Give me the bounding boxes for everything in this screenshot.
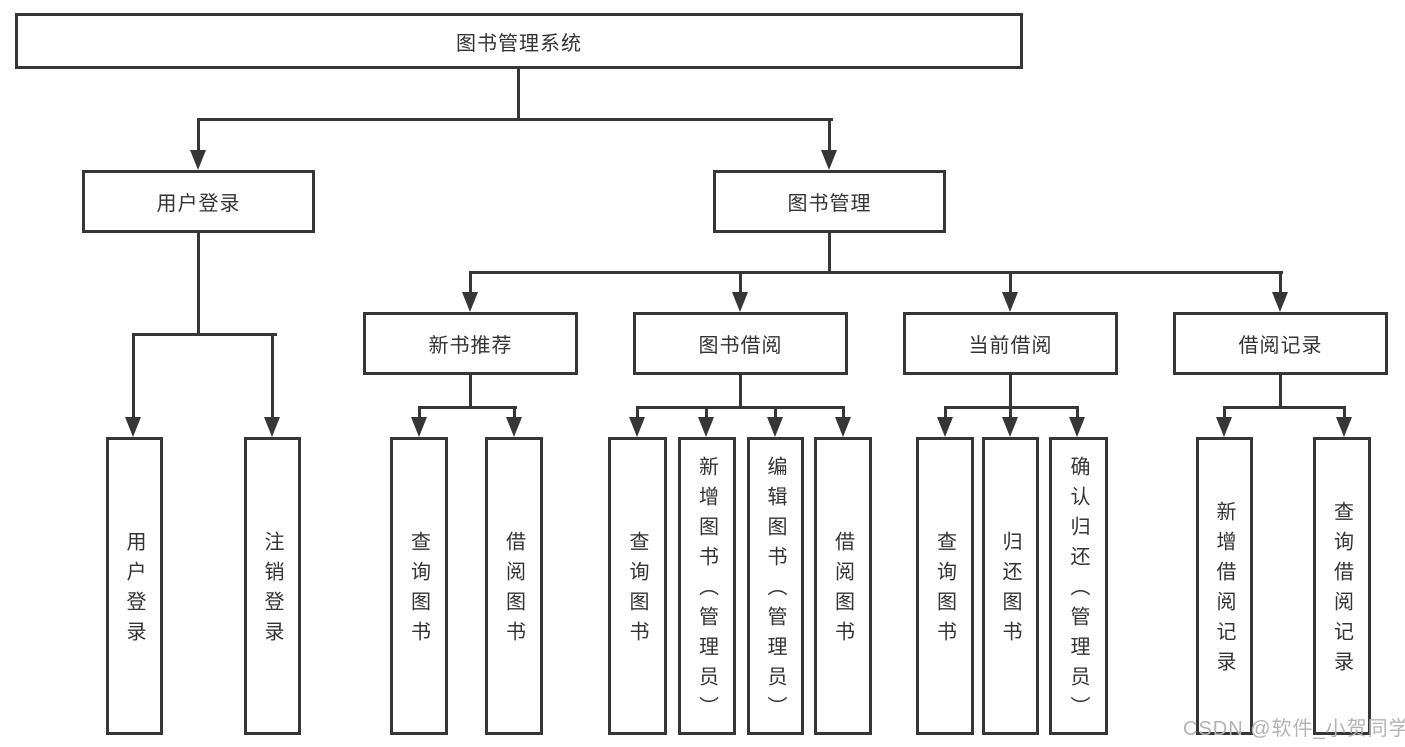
arrow-down-icon (462, 292, 478, 312)
edge-line (1223, 406, 1346, 409)
arrow-down-icon (1002, 417, 1018, 437)
edge-line (842, 406, 845, 419)
node-label: 借阅图书 (831, 531, 854, 651)
edge-line (469, 375, 472, 409)
arrow-down-icon (264, 417, 280, 437)
edge-line (1009, 271, 1012, 295)
leaf-return-books: 归还图书 (982, 437, 1039, 735)
edge-line (636, 406, 845, 409)
edge-line (1009, 406, 1012, 419)
edge-line (469, 271, 1283, 274)
leaf-add-borrow-record: 新增借阅记录 (1196, 437, 1253, 735)
leaf-confirm-return-admin: 确认归还（管理员） (1049, 437, 1108, 735)
node-book-borrowing: 图书借阅 (633, 312, 848, 375)
edge-line (1279, 375, 1282, 409)
edge-line (636, 406, 639, 419)
arrow-down-icon (411, 417, 427, 437)
node-label: 用户登录 (156, 193, 241, 215)
node-label: 编辑图书（管理员） (764, 456, 786, 726)
node-label: 注销登录 (261, 531, 283, 651)
edge-line (739, 375, 742, 409)
node-book-management: 图书管理 (713, 170, 946, 233)
edge-line (774, 406, 777, 419)
leaf-user-login: 用户登录 (106, 437, 163, 735)
edge-line (944, 406, 947, 419)
node-label: 查询图书 (933, 531, 956, 651)
node-label: 图书管理系统 (456, 32, 582, 55)
edge-line (828, 233, 831, 274)
edge-line (1279, 271, 1282, 295)
node-label: 图书借阅 (698, 335, 783, 357)
node-label: 归还图书 (999, 531, 1021, 651)
leaf-search-books-recommend: 查询图书 (390, 437, 448, 735)
node-library-management-system: 图书管理系统 (15, 13, 1023, 69)
node-label: 借阅图书 (502, 531, 525, 651)
leaf-search-books-current: 查询图书 (916, 437, 974, 735)
arrow-down-icon (835, 417, 851, 437)
node-new-book-recommendation: 新书推荐 (363, 312, 578, 375)
edge-line (705, 406, 708, 419)
arrow-down-icon (821, 150, 837, 170)
node-label: 当前借阅 (968, 335, 1053, 357)
arrow-down-icon (629, 417, 645, 437)
edge-line (197, 118, 833, 121)
node-label: 新增图书（管理员） (695, 456, 718, 726)
arrow-down-icon (190, 150, 206, 170)
edge-line (418, 406, 421, 419)
leaf-edit-book-admin: 编辑图书（管理员） (747, 437, 804, 735)
arrow-down-icon (937, 417, 953, 437)
node-label: 确认归还（管理员） (1067, 456, 1089, 726)
node-current-borrowing: 当前借阅 (903, 312, 1118, 375)
node-label: 查询图书 (626, 531, 648, 651)
node-label: 新书推荐 (428, 335, 513, 357)
arrow-down-icon (125, 417, 141, 437)
arrow-down-icon (1069, 417, 1085, 437)
edge-line (132, 333, 277, 336)
edge-line (197, 118, 200, 152)
leaf-logout: 注销登录 (244, 437, 301, 735)
leaf-add-book-admin: 新增图书（管理员） (678, 437, 736, 735)
edge-line (517, 69, 520, 120)
arrow-down-icon (732, 292, 748, 312)
edge-line (271, 333, 274, 419)
arrow-down-icon (506, 417, 522, 437)
leaf-search-books-borrowing: 查询图书 (608, 437, 667, 735)
arrow-down-icon (1216, 417, 1232, 437)
node-label: 查询图书 (407, 531, 430, 651)
node-label: 图书管理 (787, 193, 872, 215)
edge-line (1343, 406, 1346, 419)
node-label: 借阅记录 (1238, 335, 1323, 357)
arrow-down-icon (1336, 417, 1352, 437)
arrow-down-icon (767, 417, 783, 437)
csdn-watermark: CSDN @软件_小贺同学 (1183, 718, 1405, 740)
node-user-login: 用户登录 (82, 170, 315, 233)
arrow-down-icon (1002, 292, 1018, 312)
leaf-search-borrow-record: 查询借阅记录 (1313, 437, 1371, 735)
edge-line (197, 233, 200, 336)
node-borrowing-records: 借阅记录 (1173, 312, 1388, 375)
arrow-down-icon (698, 417, 714, 437)
leaf-borrow-books-borrowing: 借阅图书 (814, 437, 872, 735)
edge-line (739, 271, 742, 295)
node-label: 用户登录 (123, 531, 145, 651)
edge-line (469, 271, 472, 295)
arrow-down-icon (1272, 292, 1288, 312)
edge-line (828, 118, 831, 152)
node-label: 查询借阅记录 (1330, 501, 1353, 681)
edge-line (1009, 375, 1012, 409)
edge-line (1223, 406, 1226, 419)
edge-line (513, 406, 516, 419)
edge-line (132, 333, 135, 419)
edge-line (418, 406, 517, 409)
node-label: 新增借阅记录 (1213, 501, 1235, 681)
leaf-borrow-books-recommend: 借阅图书 (485, 437, 543, 735)
edge-line (1076, 406, 1079, 419)
